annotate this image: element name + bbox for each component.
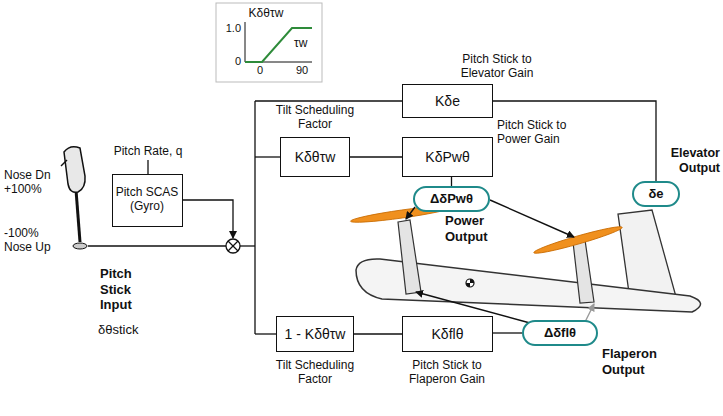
stick-range: -100% Nose Up — [4, 226, 60, 255]
schedule-box: Kδθτw — [280, 137, 350, 177]
axis-tick: 0 — [253, 64, 267, 77]
signal-connector — [493, 332, 522, 333]
output-oval: δe — [632, 181, 680, 207]
signal-label: Pitch Rate, q — [98, 144, 198, 158]
scas-box: Pitch SCAS (Gyro) — [112, 174, 183, 227]
gain-box: Kδe — [402, 84, 493, 118]
axis-tick: 90 — [292, 64, 312, 77]
output-oval: ΔδPwθ — [413, 186, 490, 212]
factor-label: Tilt Scheduling Factor — [265, 103, 365, 132]
gain-label: Pitch Stick to Elevator Gain — [447, 52, 547, 81]
output-label: Elevator Output — [660, 146, 720, 176]
tiltrotor-aircraft — [350, 203, 701, 312]
gain-box: KδPwθ — [402, 137, 493, 177]
node-text: Kδflθ — [432, 326, 464, 342]
gain-label: Pitch Stick to Flaperon Gain — [397, 358, 497, 387]
signal-name: δθstick — [98, 322, 168, 338]
schedule-box: 1 - Kδθτw — [276, 316, 354, 352]
stick-range: Nose Dn +100% — [4, 168, 60, 197]
signal-connector — [451, 177, 452, 186]
output-label: Power Output — [445, 213, 499, 244]
node-text: δe — [648, 187, 663, 202]
signal-connector — [354, 333, 402, 334]
node-text: Kδe — [435, 93, 460, 109]
node-text: Pitch SCAS (Gyro) — [113, 186, 182, 214]
input-label: Pitch Stick Input — [100, 266, 148, 313]
graph-title: Kδθτw — [246, 6, 286, 20]
signal-connector — [493, 101, 656, 181]
node-text: 1 - Kδθτw — [285, 326, 346, 342]
node-text: KδPwθ — [425, 149, 469, 165]
axis-tick: 0 — [228, 55, 241, 68]
node-text: Δδflθ — [544, 326, 576, 341]
gain-label: Pitch Stick to Power Gain — [497, 118, 589, 147]
signal-wires — [88, 101, 402, 334]
signal-connector — [350, 156, 402, 157]
schedule-graph — [216, 3, 322, 82]
axis-tick: 1.0 — [219, 22, 241, 35]
node-text: ΔδPwθ — [430, 192, 473, 207]
factor-label: Tilt Scheduling Factor — [265, 358, 365, 387]
node-text: Kδθτw — [295, 149, 336, 165]
pitch-stick — [61, 147, 87, 249]
output-arrows — [406, 200, 594, 323]
axis-label: τw — [294, 36, 316, 50]
output-oval: Δδflθ — [522, 320, 598, 346]
output-label: Flaperon Output — [602, 346, 668, 377]
gain-box: Kδflθ — [402, 316, 493, 352]
